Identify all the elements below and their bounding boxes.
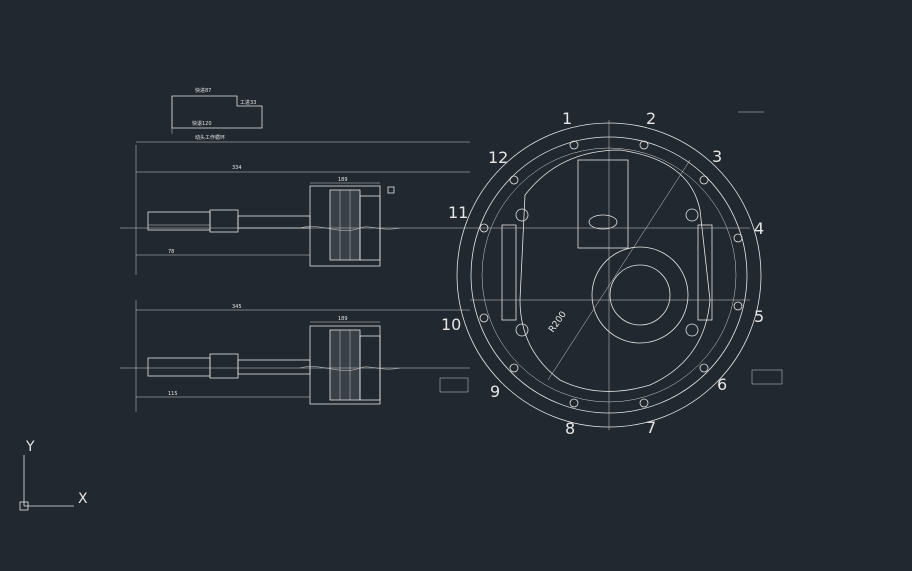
- hole-number-labels: 1 2 3 4 5 6 7 8 9 10 11 12: [441, 109, 764, 438]
- fast-return-label: 快退120: [192, 120, 212, 127]
- hole-label-6: 6: [717, 375, 727, 394]
- dim-total-upper: 334: [232, 165, 242, 171]
- dim-small-lower: 115: [168, 391, 178, 397]
- dim-top-upper: 189: [338, 177, 348, 183]
- hole-label-5: 5: [754, 307, 764, 326]
- hole-label-9: 9: [490, 382, 500, 401]
- bolt-holes: [479, 140, 743, 408]
- hole-label-1: 1: [562, 109, 572, 128]
- hole-label-8: 8: [565, 419, 575, 438]
- lower-spindle-assembly: 345 189 115: [120, 111, 783, 412]
- head-cycle-label: 动头工作循环: [195, 134, 225, 141]
- hole-label-12: 12: [488, 148, 508, 167]
- feed-cycle-diagram: 快进87 工进33 快退120 动头工作循环: [136, 87, 470, 143]
- hole-label-11: 11: [448, 203, 468, 222]
- hole-label-2: 2: [646, 109, 656, 128]
- dim-top-lower: 189: [338, 316, 348, 322]
- work-feed-label: 工进33: [240, 99, 256, 106]
- radius-label: R200: [547, 310, 569, 335]
- fast-feed-label: 快进87: [195, 87, 211, 94]
- hole-label-3: 3: [712, 147, 722, 166]
- ucs-y-label: Y: [25, 439, 35, 455]
- hole-label-7: 7: [646, 418, 656, 437]
- dim-total-lower: 345: [232, 304, 242, 310]
- dim-small-upper: 78: [168, 249, 174, 255]
- gearbox-plate-view: R200: [456, 120, 762, 430]
- hole-label-4: 4: [754, 219, 764, 238]
- ucs-icon: Y X: [19, 439, 88, 511]
- ucs-x-label: X: [78, 491, 88, 507]
- upper-spindle-assembly: 334 189 78: [120, 145, 470, 275]
- hole-label-10: 10: [441, 315, 461, 334]
